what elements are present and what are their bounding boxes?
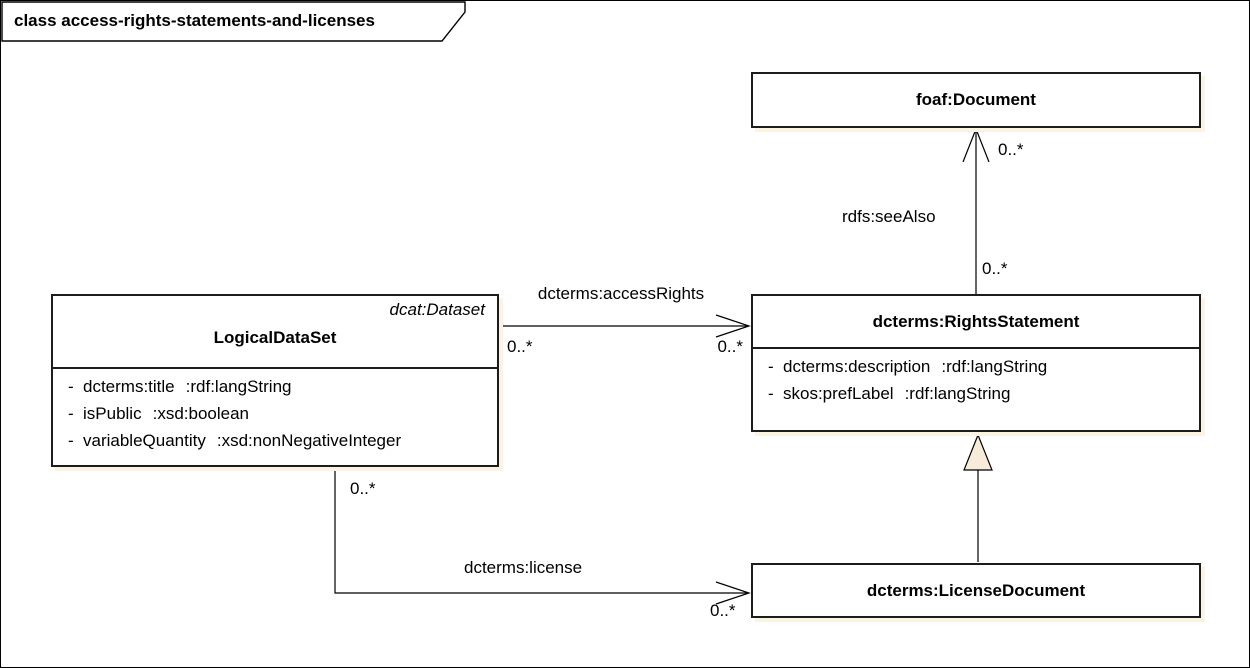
license-source-multiplicity: 0..* [350,479,376,498]
attribute-name: skos:prefLabel [783,384,894,403]
see-also-source-multiplicity: 0..* [982,259,1008,278]
class-box-license-document: dcterms:LicenseDocument [751,563,1201,618]
attribute-row: - variableQuantity :xsd:nonNegativeInteg… [53,427,497,454]
attribute-name: variableQuantity [83,431,206,450]
license-target-multiplicity: 0..* [710,601,736,620]
attribute-row: - dcterms:description :rdf:langString [753,353,1199,380]
attribute-row: - skos:prefLabel :rdf:langString [753,380,1199,407]
attribute-type: :xsd:boolean [152,404,249,423]
license-label: dcterms:license [464,558,583,577]
access-rights-target-multiplicity: 0..* [717,337,743,356]
class-box-foaf-document: foaf:Document [751,72,1201,128]
see-also-label: rdfs:seeAlso [842,207,936,226]
attribute-visibility: - [768,384,774,403]
class-box-rights-statement: dcterms:RightsStatement - dcterms:descri… [751,294,1201,432]
attribute-visibility: - [768,357,774,376]
class-name: dcterms:RightsStatement [753,296,1199,349]
attribute-row: - dcterms:title :rdf:langString [53,373,497,400]
see-also-open-arrowhead-icon [962,127,990,163]
attributes-compartment: - dcterms:title :rdf:langString - isPubl… [53,369,497,454]
see-also-target-multiplicity: 0..* [998,140,1024,159]
attribute-type: :xsd:nonNegativeInteger [216,431,402,450]
attribute-type: :rdf:langString [904,384,1011,403]
class-name: foaf:Document [916,90,1036,109]
attribute-type: :rdf:langString [941,357,1048,376]
class-box-logical-dataset: dcat:Dataset LogicalDataSet - dcterms:ti… [51,294,499,467]
class-stereotype: dcat:Dataset [389,300,485,319]
access-rights-open-arrowhead-icon [715,314,751,338]
attribute-visibility: - [68,404,74,423]
attribute-type: :rdf:langString [185,377,292,396]
class-header: dcat:Dataset LogicalDataSet [53,296,497,369]
attribute-visibility: - [68,377,74,396]
attribute-name: dcterms:description [783,357,931,376]
attribute-name: isPublic [83,404,142,423]
frame-tab-label: class access-rights-statements-and-licen… [14,11,375,30]
access-rights-source-multiplicity: 0..* [507,337,533,356]
attribute-visibility: - [68,431,74,450]
class-name: dcterms:LicenseDocument [866,580,1086,600]
attribute-name: dcterms:title [83,377,175,396]
class-name: LogicalDataSet [213,328,337,347]
attributes-compartment: - dcterms:description :rdf:langString - … [753,349,1199,407]
access-rights-label: dcterms:accessRights [537,284,705,303]
attribute-row: - isPublic :xsd:boolean [53,400,497,427]
generalization-triangle-icon [963,433,993,471]
